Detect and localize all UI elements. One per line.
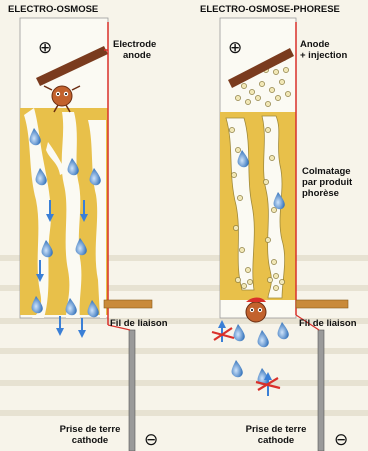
left-cathode-label-line1: Prise de terre [52, 424, 128, 435]
left-cathode-label-line2: cathode [52, 435, 128, 446]
clogging-label-line3: phorèse [302, 188, 366, 199]
clogging-label: Colmatage par produit phorèse [302, 166, 366, 199]
left-cathode-rod [129, 330, 135, 451]
right-mascot [246, 298, 266, 323]
water-drop [232, 360, 243, 377]
left-anode-label-line2: anode [113, 50, 173, 61]
left-plus-icon: ⊕ [38, 40, 52, 57]
right-link-bar [296, 300, 348, 308]
water-drop [258, 330, 269, 347]
right-diagram [212, 18, 348, 451]
left-diagram [20, 18, 152, 451]
right-title: ELECTRO-OSMOSE-PHORESE [200, 4, 340, 15]
right-anode-label-line2: + injection [300, 50, 366, 61]
water-drop [278, 322, 289, 339]
left-anode-label: Electrode anode [113, 39, 173, 61]
clogging-label-line2: par produit [302, 177, 366, 188]
right-anode-label-line1: Anode [300, 39, 366, 50]
left-cathode-label: Prise de terre cathode [52, 424, 128, 446]
right-cathode-label-line2: cathode [238, 435, 314, 446]
left-link-label: Fil de liaison [110, 318, 168, 329]
right-minus-icon: ⊖ [334, 432, 348, 449]
left-title: ELECTRO-OSMOSE [8, 4, 98, 15]
left-anode-label-line1: Electrode [113, 39, 173, 50]
right-cathode-label: Prise de terre cathode [238, 424, 314, 446]
water-drop [234, 324, 245, 341]
left-minus-icon: ⊖ [144, 432, 158, 449]
right-anode-label: Anode + injection [300, 39, 366, 61]
right-link-label: Fil de liaison [299, 318, 357, 329]
right-cathode-rod [318, 330, 324, 451]
left-link-bar [104, 300, 152, 308]
clogging-label-line1: Colmatage [302, 166, 366, 177]
right-cathode-label-line1: Prise de terre [238, 424, 314, 435]
right-plus-icon: ⊕ [228, 40, 242, 57]
